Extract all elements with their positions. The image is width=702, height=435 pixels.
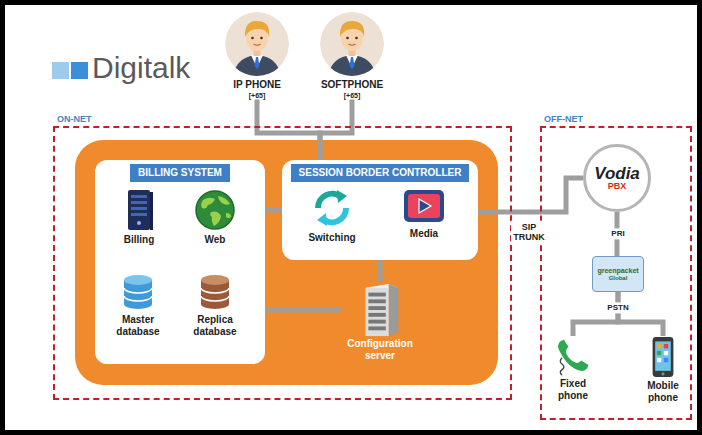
fixed-phone-node: Fixed phone	[548, 336, 598, 401]
region-label: ON-NET	[57, 114, 92, 124]
mobile-phone-node: Mobile phone	[638, 336, 688, 403]
network-link	[265, 208, 282, 213]
globe-icon-node: Web	[186, 188, 244, 246]
network-region: OFF-NETVodiaPBXgreenpacketGlobalFixed ph…	[540, 126, 692, 420]
fixed-phone-node-icon	[553, 336, 593, 376]
component-label: Mobile phone	[638, 380, 688, 403]
switching-node: Switching	[300, 186, 364, 244]
icon-graphic	[225, 12, 289, 76]
mobile-phone-node-icon	[650, 336, 676, 378]
system-box: BILLING SYSTEM Billing WebMaster database R…	[95, 160, 265, 364]
icon-graphic	[201, 275, 229, 309]
component-label: Replica database	[180, 314, 250, 337]
link-label: SIP TRUNK	[511, 221, 547, 244]
section-header: BILLING SYSTEM	[130, 164, 230, 182]
system-box: SESSION BORDER CONTROLLER Switching Media	[282, 160, 478, 260]
network-link	[320, 100, 352, 160]
network-link	[573, 292, 618, 336]
region-label: OFF-NET	[544, 114, 583, 124]
user-endpoint-icon	[320, 12, 384, 76]
network-link	[618, 292, 663, 336]
network-link	[478, 178, 583, 212]
gateway-device: greenpacketGlobal	[592, 256, 644, 292]
user-endpoint: SOFTPHONE[+65]	[312, 12, 392, 100]
network-link	[257, 100, 320, 160]
network-link	[265, 308, 342, 313]
logo-square	[52, 62, 69, 79]
component-label: Billing	[110, 234, 168, 246]
pbx-circle: VodiaPBX	[583, 144, 651, 212]
icon-graphic	[317, 190, 347, 226]
country-code: [+65]	[312, 92, 392, 100]
icon-graphic	[320, 12, 384, 76]
media-node-icon	[402, 186, 446, 226]
icon-graphic	[366, 284, 399, 336]
component-label: Master database	[103, 314, 173, 337]
network-link	[378, 260, 383, 282]
database-node-icon	[118, 272, 158, 312]
switching-node-icon	[310, 186, 354, 230]
server-icon-node: Billing	[110, 188, 168, 246]
component-label: Configuration server	[342, 338, 418, 361]
icon-graphic	[653, 337, 674, 377]
component-label: Switching	[300, 232, 364, 244]
logo-text: PBX	[608, 182, 627, 191]
endpoint-label: SOFTPHONE	[312, 79, 392, 91]
component-label: Web	[186, 234, 244, 246]
component-label: Media	[392, 228, 456, 240]
user-endpoint: IP PHONE[+65]	[222, 12, 292, 100]
icon-graphic	[558, 340, 588, 375]
country-code: [+65]	[222, 92, 292, 100]
logo-text: greenpacket	[597, 267, 638, 275]
orange-panel	[75, 140, 498, 385]
network-region: ON-NETBILLING SYSTEMBillingWebMaster dat…	[53, 126, 512, 400]
endpoint-label: IP PHONE	[222, 79, 292, 91]
database-node-icon	[195, 272, 235, 312]
icon-graphic	[128, 190, 153, 230]
logo-square	[71, 62, 88, 79]
server-node-icon	[355, 282, 405, 338]
logo-title: Digitalk	[92, 53, 190, 83]
database-node: Replica database	[180, 272, 250, 337]
icon-graphic	[124, 275, 152, 309]
section-header: SESSION BORDER CONTROLLER	[291, 164, 470, 182]
user-endpoint-icon	[225, 12, 289, 76]
server-icon-node-icon	[119, 188, 159, 232]
component-label: Fixed phone	[548, 378, 598, 401]
media-node: Media	[392, 186, 456, 240]
logo-text: Vodia	[594, 165, 640, 182]
server-node: Configuration server	[342, 282, 418, 361]
database-node: Master database	[103, 272, 173, 337]
globe-icon-node-icon	[193, 188, 237, 232]
icon-graphic	[196, 191, 234, 229]
link-label: PRI	[606, 228, 630, 239]
picture-frame	[3, 3, 700, 433]
logo-text: Global	[609, 275, 628, 282]
icon-graphic	[404, 190, 444, 222]
link-label: PSTN	[603, 302, 633, 313]
